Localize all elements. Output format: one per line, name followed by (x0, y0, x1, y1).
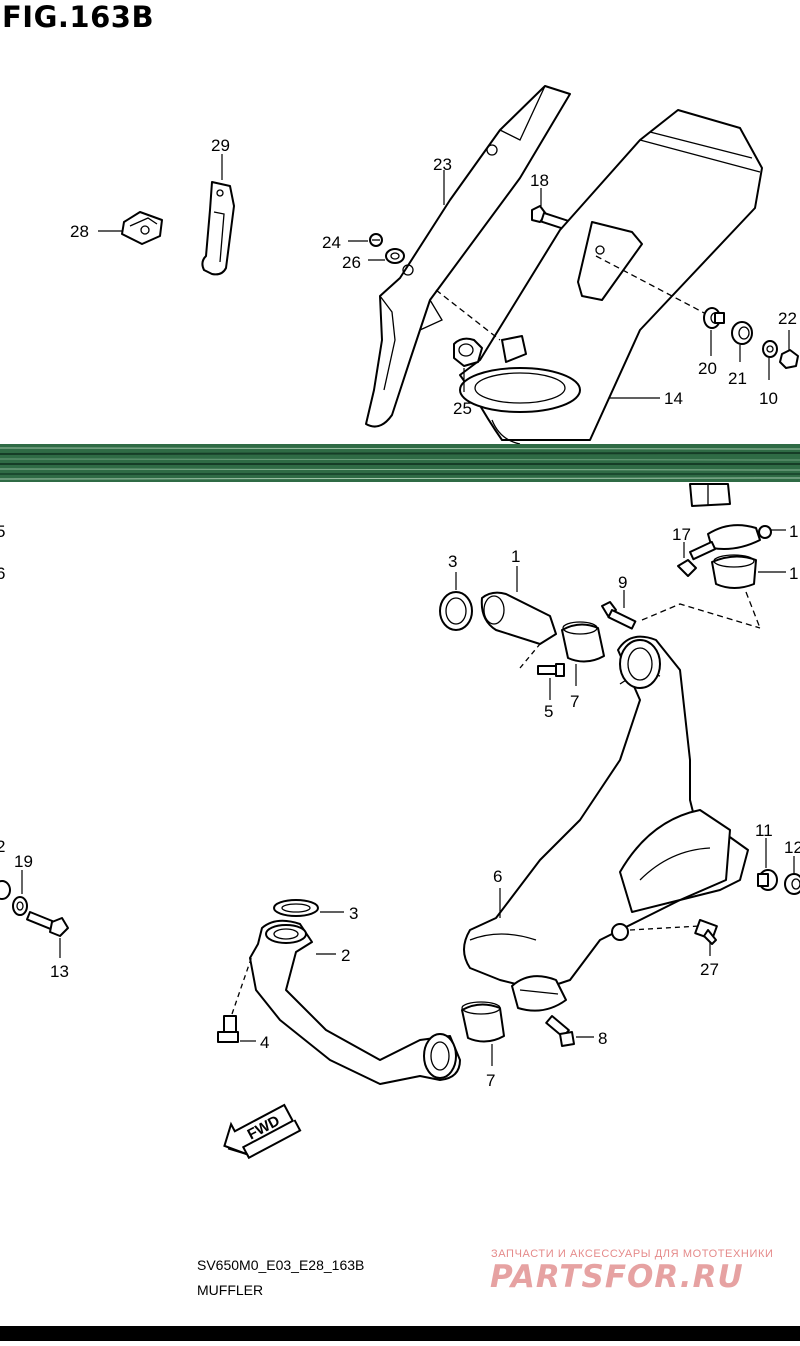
callout-3-lower: 3 (349, 904, 358, 923)
callout-20: 20 (698, 359, 717, 378)
bushing-25-part (453, 337, 483, 367)
callout-14: 14 (664, 389, 683, 408)
callout-7-upper: 7 (570, 692, 579, 711)
washer-left-partial (0, 880, 11, 900)
bolt-9-part (601, 601, 637, 630)
strap-29-part (201, 181, 235, 276)
callout-12-partial: 12 (784, 838, 800, 857)
fwd-arrow-icon: FWD (223, 1103, 302, 1160)
callout-2: 2 (341, 946, 350, 965)
bottom-bar (0, 1326, 800, 1341)
callout-22: 22 (778, 309, 797, 328)
pipe-stub-part (689, 483, 731, 507)
callout-3-upper: 3 (448, 552, 457, 571)
watermark-subtitle: ЗАПЧАСТИ И АКСЕССУАРЫ ДЛЯ МОТОТЕХНИКИ (491, 1248, 774, 1260)
callout-29: 29 (211, 136, 230, 155)
washer-26-part (385, 248, 405, 264)
muffler-14-part (459, 109, 763, 445)
callout-7-lower: 7 (486, 1071, 495, 1090)
callout-28: 28 (70, 222, 89, 241)
callout-9: 9 (618, 573, 627, 592)
washer-19-part (12, 896, 28, 916)
gasket-7-lower-part (461, 1001, 505, 1043)
callout-16-partial: 1 (789, 564, 798, 583)
bolt-17-part (677, 540, 717, 577)
washer-10-part (762, 340, 778, 358)
callout-18: 18 (530, 171, 549, 190)
callout-11: 11 (755, 821, 773, 840)
bolt-13-part (26, 911, 69, 937)
bolt-11-part (757, 869, 778, 891)
stud-4-part (217, 1015, 239, 1043)
callout-26: 26 (342, 253, 361, 272)
callout-5: 5 (544, 702, 553, 721)
nut-22-part (779, 349, 799, 369)
exhaust-pipe-6-part (463, 635, 749, 991)
callout-15-partial: 1 (789, 522, 798, 541)
gasket-3-lower-part (273, 899, 319, 917)
callout-25: 25 (453, 399, 472, 418)
bolt-18-part (531, 205, 570, 231)
clamp-15-part (707, 524, 772, 550)
collar-20-part (703, 307, 725, 329)
callout-21: 21 (728, 369, 747, 388)
diagram-name: MUFFLER (197, 1282, 264, 1298)
callout-5-partial: 5 (0, 522, 5, 541)
callout-1: 1 (511, 547, 520, 566)
flange-1-part (480, 591, 557, 645)
clamp-joint-part (511, 975, 567, 1012)
callout-13: 13 (50, 962, 69, 981)
scan-band (0, 444, 800, 482)
diagram-code: SV650M0_E03_E28_163B (197, 1257, 365, 1273)
callout-6: 6 (493, 867, 502, 886)
callout-10: 10 (759, 389, 778, 408)
callout-6-partial: 6 (0, 564, 5, 583)
stud-5-part (537, 663, 565, 677)
gasket-3-part (439, 591, 473, 631)
washer-12-part (784, 873, 800, 895)
callout-2-partial: 2 (0, 837, 5, 856)
gasket-7-upper-part (561, 621, 605, 663)
rubber-21-part (731, 321, 753, 345)
callout-19: 19 (14, 852, 33, 871)
heat-cover-23-part (365, 85, 571, 428)
callout-8: 8 (598, 1029, 607, 1048)
bolt-8-part (545, 1015, 575, 1047)
clamp-28-part (121, 211, 163, 245)
callout-23: 23 (433, 155, 452, 174)
pipe-2-part (249, 919, 461, 1085)
callout-4: 4 (260, 1033, 269, 1052)
callout-24: 24 (322, 233, 341, 252)
gasket-16-part (711, 554, 757, 589)
bolt-24-part (369, 233, 383, 247)
watermark-brand: PARTSFOR.RU (490, 1259, 744, 1295)
callout-17: 17 (672, 525, 691, 544)
callout-27: 27 (700, 960, 719, 979)
figure-title: FIG.163B (2, 0, 155, 34)
sensor-27-part (694, 919, 718, 945)
